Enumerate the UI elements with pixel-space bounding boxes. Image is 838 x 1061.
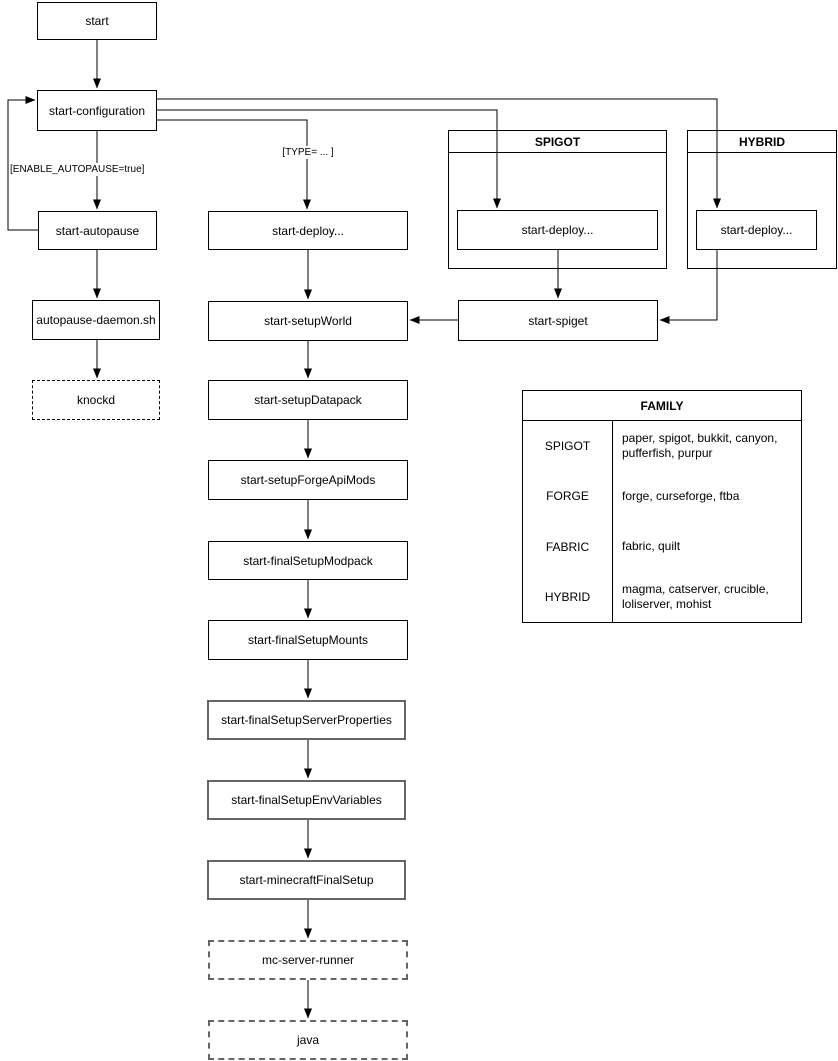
edge-label-type: [TYPE= ... ] [262, 146, 354, 159]
node-start-finalsetupenvvariables: start-finalSetupEnvVariables [207, 780, 406, 820]
edge-label-enable-autopause: [ENABLE_AUTOPAUSE=true] [9, 163, 146, 176]
family-table-title: FAMILY [523, 391, 801, 421]
hybrid-container-title: HYBRID [688, 131, 836, 153]
edge-configuration-to-spigot-deploy [157, 109, 501, 209]
family-table: FAMILY SPIGOT paper, spigot, bukkit, can… [522, 390, 802, 623]
edge-hybrid-deploy-to-spiget [659, 250, 718, 324]
spigot-container-title: SPIGOT [449, 131, 666, 153]
servers-cell: magma, catserver, crucible, loliserver, … [622, 581, 769, 611]
family-cell: FORGE [523, 471, 613, 522]
node-knockd: knockd [32, 380, 160, 420]
servers-cell: fabric, quilt [622, 539, 681, 554]
node-start-finalsetupmodpack: start-finalSetupModpack [208, 541, 408, 580]
hybrid-container: HYBRID [687, 130, 837, 269]
node-start-finalsetupmounts: start-finalSetupMounts [208, 620, 408, 660]
node-start-deploy-mid: start-deploy... [208, 211, 408, 250]
node-start-deploy-hybrid: start-deploy... [696, 210, 817, 250]
node-start: start [37, 2, 157, 40]
family-cell: HYBRID [523, 571, 613, 622]
family-table-body: SPIGOT paper, spigot, bukkit, canyon, pu… [523, 421, 801, 622]
node-start-minecraftfinalsetup: start-minecraftFinalSetup [207, 860, 406, 900]
edge-autopause-loop-to-configuration [7, 96, 38, 231]
node-start-setupworld: start-setupWorld [208, 301, 408, 341]
node-autopause-daemon: autopause-daemon.sh [32, 300, 160, 340]
family-cell: SPIGOT [523, 421, 613, 472]
node-start-deploy-spigot: start-deploy... [457, 210, 658, 250]
node-mc-server-runner: mc-server-runner [208, 940, 408, 980]
node-java: java [208, 1020, 408, 1060]
node-start-finalsetupserverproperties: start-finalSetupServerProperties [207, 700, 406, 740]
family-cell: FABRIC [523, 521, 613, 572]
servers-cell: paper, spigot, bukkit, canyon, pufferfis… [622, 431, 778, 461]
node-start-setupforgeapimods: start-setupForgeApiMods [208, 460, 408, 500]
node-start-configuration: start-configuration [37, 90, 157, 131]
servers-cell: forge, curseforge, ftba [622, 488, 740, 503]
edge-configuration-to-hybrid-deploy [157, 98, 721, 209]
node-start-setupdatapack: start-setupDatapack [208, 380, 408, 420]
node-start-spiget: start-spiget [458, 300, 658, 341]
edge-configuration-to-mid-deploy [157, 119, 311, 210]
node-start-autopause: start-autopause [38, 211, 157, 250]
